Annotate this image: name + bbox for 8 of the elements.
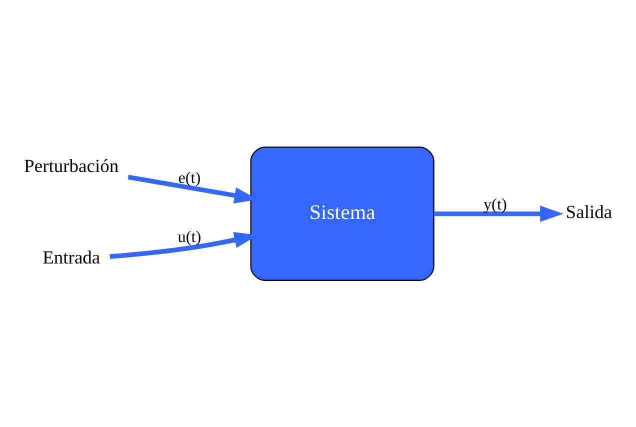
- node-text: Entrada: [42, 247, 100, 268]
- node-box: Sistema: [250, 146, 434, 281]
- edge-label: e(t): [178, 168, 201, 187]
- node-text: Perturbación: [24, 156, 119, 177]
- edge-label: u(t): [178, 228, 202, 246]
- edge-label: y(t): [483, 195, 507, 214]
- node-text: Salida: [566, 202, 612, 224]
- arrow: [434, 206, 564, 222]
